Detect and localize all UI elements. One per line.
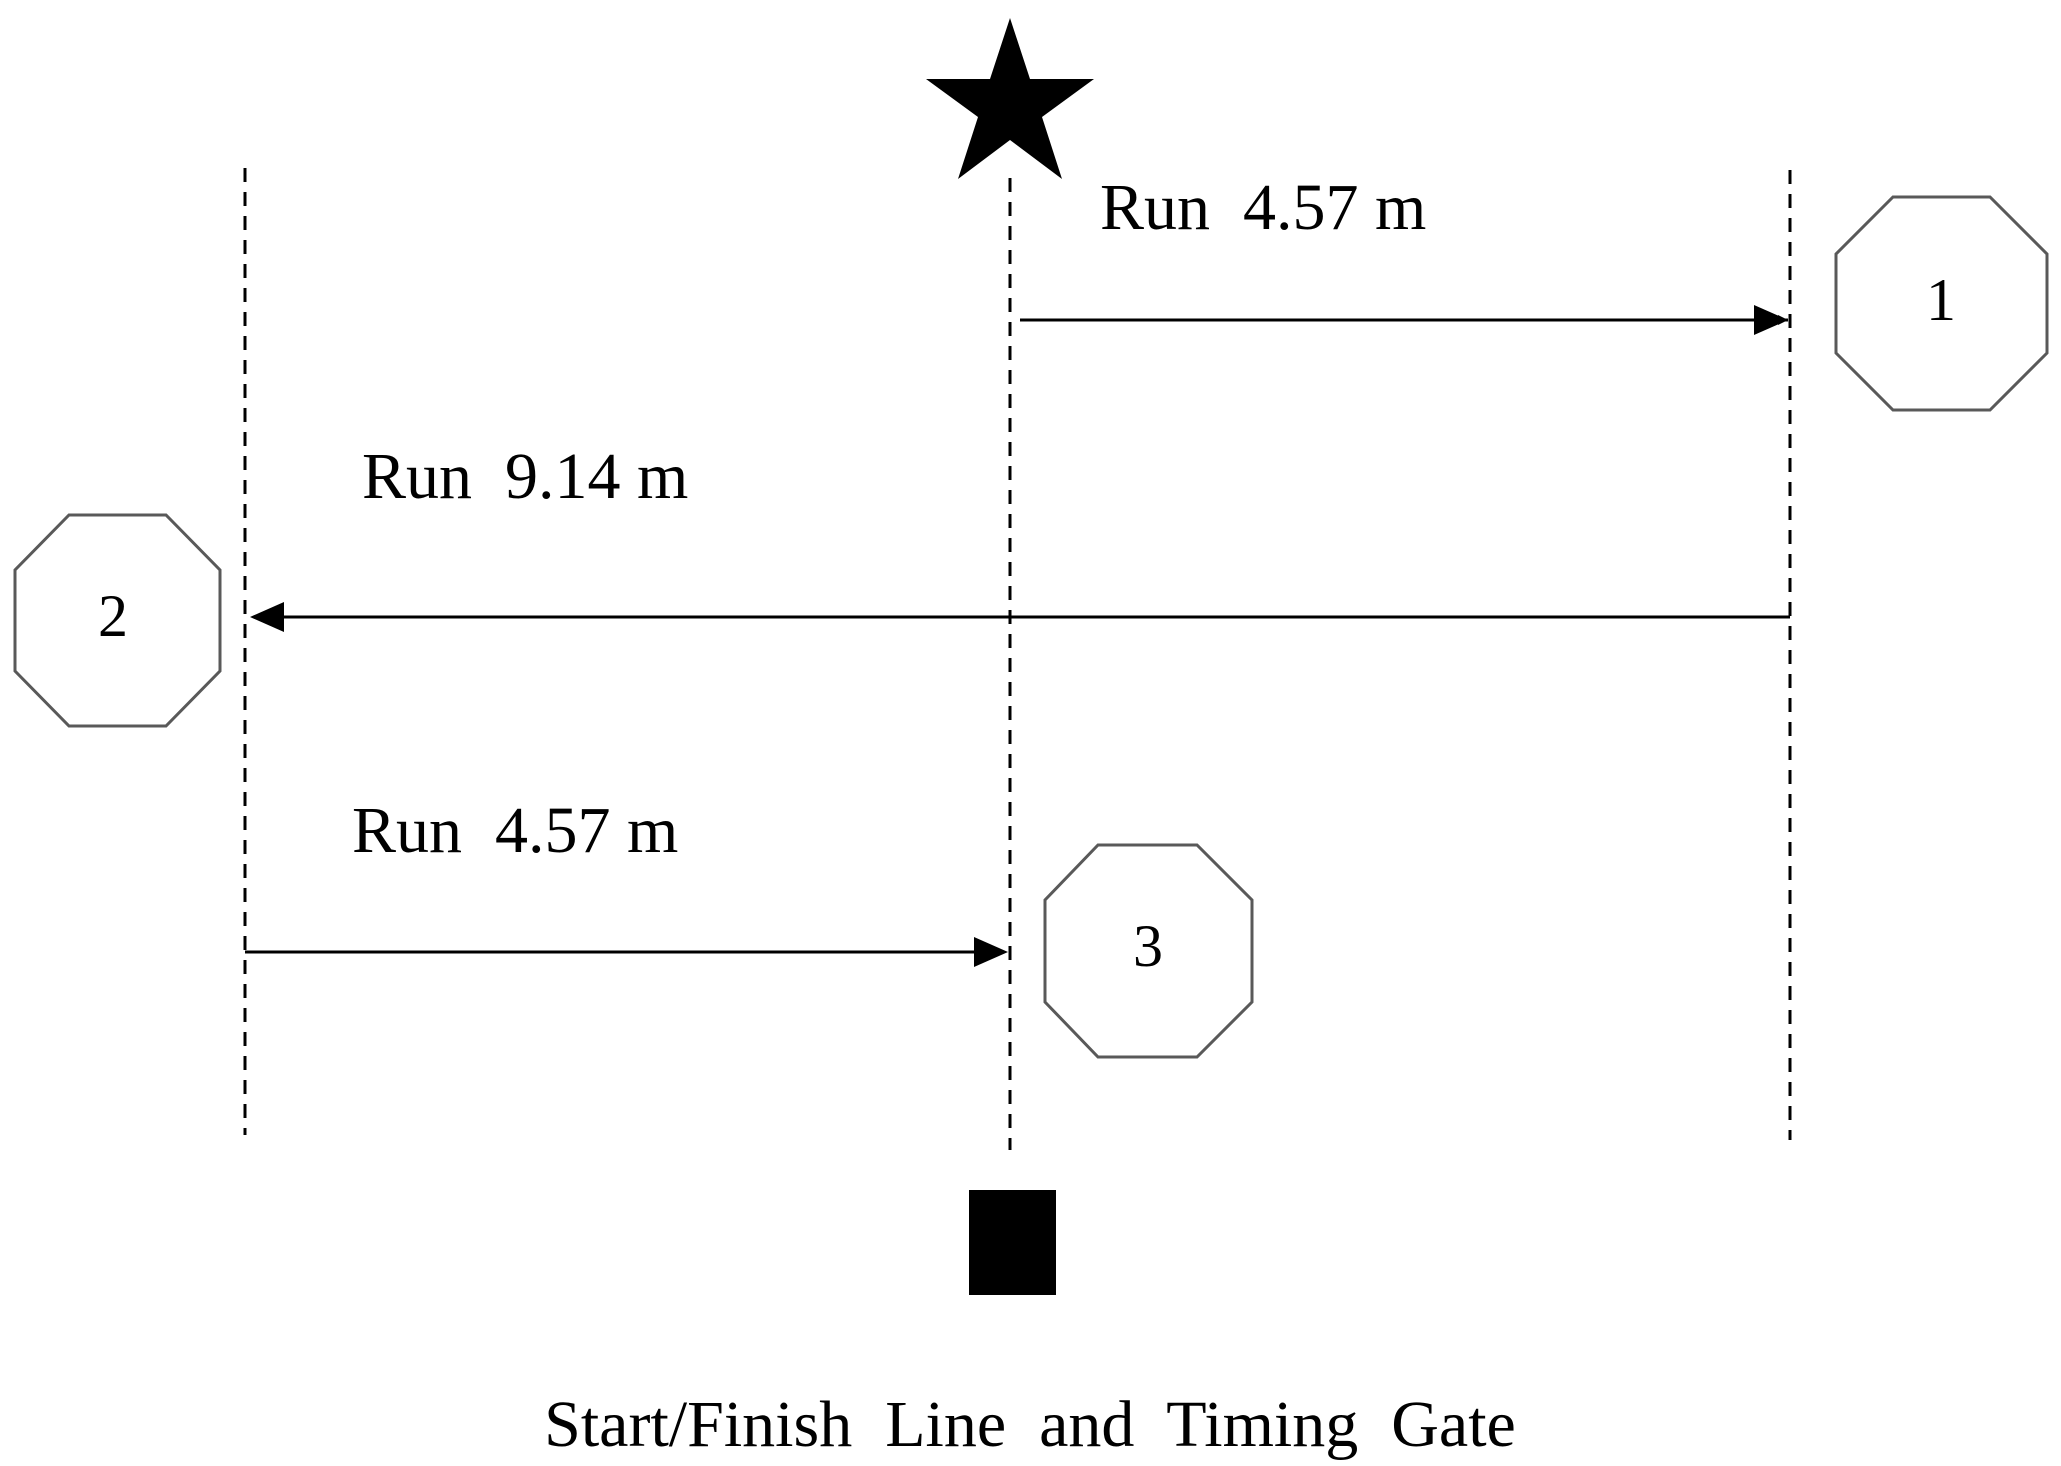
octagon-icon [13,513,222,728]
cone-3-label: 3 [1133,913,1163,979]
timing-gate-square [969,1190,1056,1295]
octagon-icon [1043,843,1254,1059]
cone-2-label: 2 [98,583,128,649]
start-finish-caption: Start/Finish Line and Timing Gate [544,1388,1516,1461]
octagon-icon [1834,195,2049,412]
run-3-arrowhead [974,937,1008,967]
run-3-label: Run 4.57 m [352,794,678,867]
run-2-label: Run 9.14 m [362,440,688,513]
run-2-arrowhead [250,602,284,632]
cone-1-marker: 1 [1834,195,2049,412]
run-1-arrowhead [1754,305,1788,335]
cone-1-label: 1 [1926,267,1956,333]
star-icon [926,18,1094,179]
run-1-label: Run 4.57 m [1100,171,1426,244]
cone-2-marker: 2 [13,513,222,728]
cone-3-marker: 3 [1043,843,1254,1059]
